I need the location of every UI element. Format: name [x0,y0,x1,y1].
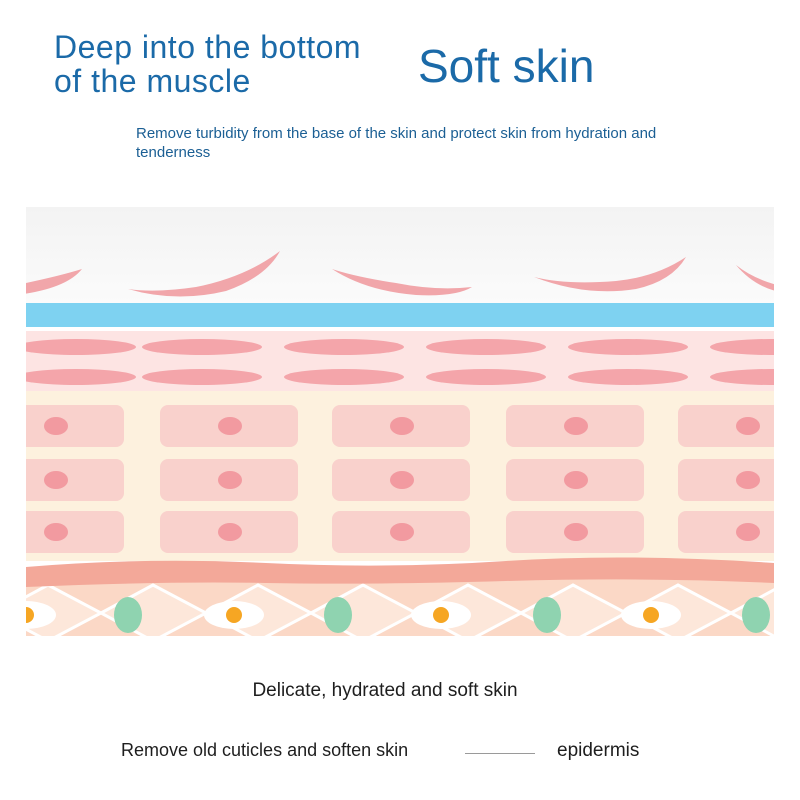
granular-cells [26,339,774,385]
spinous-cell [26,459,124,501]
flake [128,251,280,297]
basal-cells [26,583,774,636]
cell-nucleus [736,417,760,435]
caption: Delicate, hydrated and soft skin [252,680,518,701]
headline-line-2: of the muscle [54,63,251,99]
granular-cell [710,339,774,355]
granular-cell [142,369,262,385]
granular-cell [26,339,136,355]
cell-nucleus [390,523,414,541]
stratum-corneum-flakes [26,251,774,297]
spinous-cells [26,405,774,553]
cell-nucleus [564,471,588,489]
cell-nucleus [390,471,414,489]
cell-nucleus [218,523,242,541]
flake [534,257,686,292]
basal-cell-body [26,601,56,629]
granular-cell [710,369,774,385]
legend-line [465,753,535,754]
moisture-barrier [26,303,774,327]
basal-cell-nucleus [643,607,659,623]
basement-membrane [26,557,774,587]
flake [26,269,82,294]
headline: Deep into the bottom of the muscle [54,30,361,98]
granular-cell [568,339,688,355]
cell-nucleus [390,417,414,435]
cell-nucleus [44,523,68,541]
granular-cell [284,339,404,355]
granular-cell [142,339,262,355]
basal-green-cell [533,597,561,633]
cell-nucleus [736,471,760,489]
granular-cell [426,339,546,355]
cell-nucleus [564,523,588,541]
cell-nucleus [44,417,68,435]
basal-green-cell [742,597,770,633]
granular-cell [426,369,546,385]
basal-green-cell [324,597,352,633]
legend-description: Remove old cuticles and soften skin [121,740,409,760]
flake [332,269,472,296]
spinous-cell [678,459,774,501]
cell-nucleus [218,417,242,435]
cell-nucleus [44,471,68,489]
legend-term: epidermis [557,740,640,761]
granular-cell [568,369,688,385]
subtitle: Remove turbidity from the base of the sk… [136,125,657,161]
skin-layer-illustration [26,207,774,636]
basal-cell-nucleus [226,607,242,623]
basal-cell-nucleus [433,607,449,623]
cell-nucleus [564,417,588,435]
cell-nucleus [736,523,760,541]
basal-cell-nucleus [26,607,34,623]
granular-cell [284,369,404,385]
spinous-cell [678,405,774,447]
basal-green-cell [114,597,142,633]
spinous-cell [678,511,774,553]
spinous-cell [26,511,124,553]
cell-nucleus [218,471,242,489]
flake [736,265,774,291]
spinous-cell [26,405,124,447]
headline-line-1: Deep into the bottom [54,29,362,65]
highlight-title: Soft skin [418,40,595,92]
granular-cell [26,369,136,385]
